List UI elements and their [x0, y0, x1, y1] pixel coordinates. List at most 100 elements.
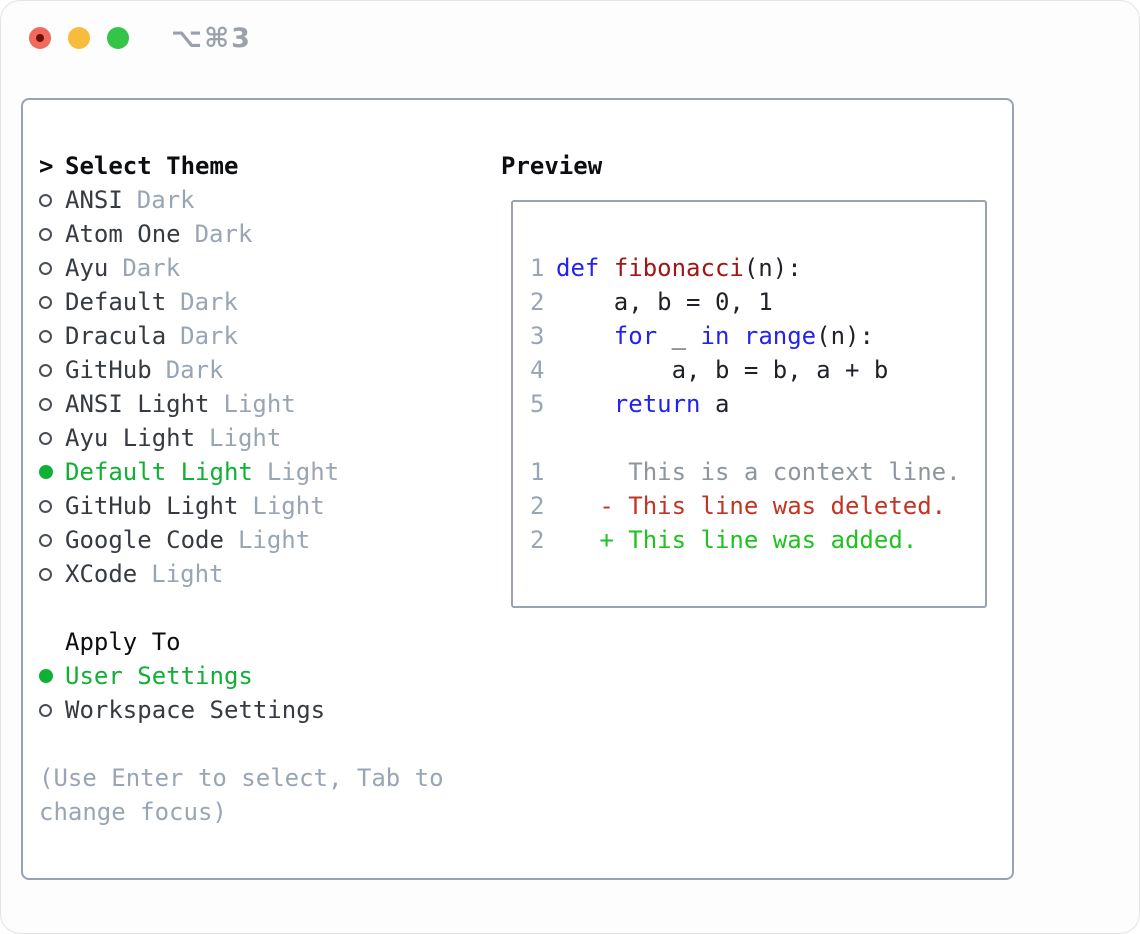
line-number: 4	[530, 356, 545, 384]
option-label: Default Light	[65, 458, 253, 486]
theme-option[interactable]: XCode Light	[39, 557, 471, 591]
option-label: Atom One	[65, 220, 181, 248]
close-button[interactable]	[29, 27, 51, 49]
code-line: 2 + This line was added.	[530, 523, 985, 557]
variant-tag: Dark	[122, 254, 181, 282]
variant-tag: Dark	[180, 322, 238, 350]
theme-option[interactable]: Ayu Light Light	[39, 421, 471, 455]
theme-option[interactable]: ANSI Dark	[39, 183, 471, 217]
line-number: 1	[530, 254, 545, 282]
option-label: XCode	[65, 560, 138, 588]
preview-heading: Preview	[501, 152, 603, 180]
line-number: 5	[530, 390, 545, 418]
variant-tag: Dark	[194, 220, 253, 248]
spacer	[39, 591, 471, 625]
apply-to-header: Apply To	[39, 625, 471, 659]
select-theme-label: Select Theme	[65, 152, 239, 180]
variant-tag: Light	[237, 526, 311, 554]
radio-icon	[39, 397, 65, 411]
code-token: for	[613, 322, 658, 350]
option-label: Workspace Settings	[65, 696, 326, 724]
line-number: 2	[530, 288, 545, 316]
variant-tag: Light	[209, 424, 282, 452]
code-token: fibonacci	[613, 254, 744, 282]
option-label: GitHub Light	[65, 492, 239, 520]
code-token: a, b = 0, 1	[556, 288, 773, 316]
title-bar: ⌥⌘3	[1, 1, 1139, 75]
variant-tag: Dark	[180, 288, 238, 316]
radio-icon	[39, 567, 65, 581]
variant-tag: Dark	[136, 186, 195, 214]
theme-option[interactable]: GitHub Dark	[39, 353, 471, 387]
code-token: range	[743, 322, 817, 350]
line-number: 2	[530, 492, 545, 520]
variant-tag: Light	[223, 390, 296, 418]
radio-selected-icon	[39, 465, 65, 479]
code-token: return	[613, 390, 701, 418]
radio-icon	[39, 363, 65, 377]
zoom-button[interactable]	[107, 27, 129, 49]
option-label: GitHub	[65, 356, 152, 384]
code-token	[599, 254, 613, 282]
code-token: + This line was added.	[556, 526, 918, 554]
line-number: 1	[530, 458, 545, 486]
option-label: User Settings	[65, 662, 253, 690]
radio-icon	[39, 499, 65, 513]
code-token	[729, 322, 743, 350]
code-token: a, b = b, a + b	[556, 356, 889, 384]
spacer	[39, 727, 471, 761]
code-line: 1 This is a context line.	[530, 455, 985, 489]
theme-option[interactable]: Dracula Dark	[39, 319, 471, 353]
option-label: ANSI	[65, 186, 123, 214]
minimize-button[interactable]	[68, 27, 90, 49]
radio-icon	[39, 329, 65, 343]
option-label: Ayu	[65, 254, 109, 282]
code-line	[530, 421, 985, 455]
variant-tag: Light	[266, 458, 340, 486]
option-label: Dracula	[65, 322, 167, 350]
code-line: 4 a, b = b, a + b	[530, 353, 985, 387]
code-token: (n):	[743, 254, 802, 282]
code-token: - This line was deleted.	[556, 492, 947, 520]
radio-icon	[39, 533, 65, 547]
theme-option[interactable]: Ayu Dark	[39, 251, 471, 285]
code-token: (n):	[816, 322, 874, 350]
radio-icon	[39, 295, 65, 309]
theme-option[interactable]: ANSI Light Light	[39, 387, 471, 421]
option-label: Ayu Light	[65, 424, 196, 452]
code-token: _	[657, 322, 701, 350]
option-label: ANSI Light	[65, 390, 210, 418]
apply-to-option[interactable]: User Settings	[39, 659, 471, 693]
variant-tag: Dark	[165, 356, 224, 384]
variant-tag: Light	[252, 492, 325, 520]
code-line: 2 a, b = 0, 1	[530, 285, 985, 319]
apply-to-option[interactable]: Workspace Settings	[39, 693, 471, 727]
theme-option[interactable]: Google Code Light	[39, 523, 471, 557]
radio-icon	[39, 431, 65, 445]
radio-icon	[39, 227, 65, 241]
variant-tag: Light	[151, 560, 224, 588]
option-label: Google Code	[65, 526, 224, 554]
code-token: a	[700, 390, 730, 418]
code-line: 2 - This line was deleted.	[530, 489, 985, 523]
line-number: 3	[530, 322, 545, 350]
code-token: in	[700, 322, 730, 350]
theme-option[interactable]: Atom One Dark	[39, 217, 471, 251]
help-text: (Use Enter to select, Tab to change focu…	[39, 764, 444, 826]
select-theme-header: > Select Theme	[39, 149, 471, 183]
code-token	[556, 322, 614, 350]
code-line: 5 return a	[530, 387, 985, 421]
theme-option[interactable]: Default Light Light	[39, 455, 471, 489]
radio-icon	[39, 703, 65, 717]
theme-option[interactable]: GitHub Light Light	[39, 489, 471, 523]
code-token: This is a context line.	[556, 458, 961, 486]
